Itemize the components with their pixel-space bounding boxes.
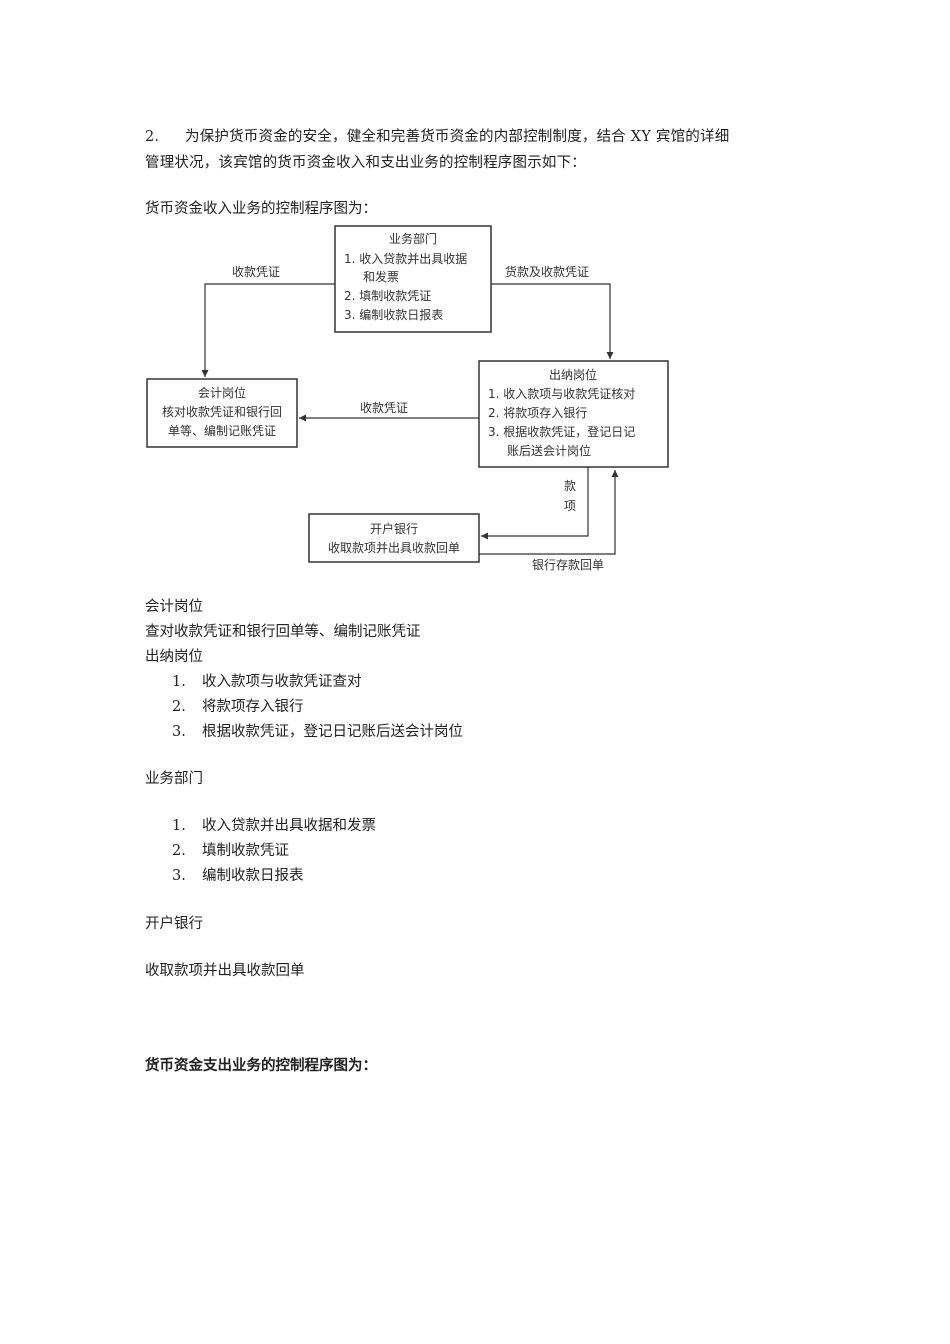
arrow-label-payment-voucher: 货款及收款凭证	[505, 264, 589, 279]
bank-line: 收取款项并出具收款回单	[328, 541, 460, 555]
bank-box: 开户银行 收取款项并出具收款回单	[308, 513, 480, 563]
bank-title: 开户银行	[370, 521, 418, 536]
arrow-bank-to-cashier: 银行存款回单	[479, 470, 619, 572]
cashier-item-2: 2. 将款项存入银行	[488, 406, 587, 420]
intro-line-1: 2.为保护货币资金的安全，健全和完善货币资金的内部控制制度，结合 XY 宾馆的详…	[145, 124, 825, 150]
income-diagram-heading: 货币资金收入业务的控制程序图为：	[145, 201, 377, 217]
business-list-item: 3.编制收款日报表	[172, 868, 304, 884]
intro-number: 2.	[145, 129, 160, 145]
business-dept-box: 业务部门 1. 收入贷款并出具收据 和发票 2. 填制收款凭证 3. 编制收款日…	[334, 225, 492, 333]
cashier-title-text: 出纳岗位	[145, 649, 203, 665]
business-title-text: 业务部门	[145, 771, 203, 787]
bank-desc-text: 收取款项并出具收款回单	[145, 963, 305, 979]
arrow-business-to-accounting: 收款凭证	[201, 264, 335, 377]
accounting-title-text: 会计岗位	[145, 599, 203, 615]
arrow-cashier-to-bank: 款 项	[481, 467, 589, 540]
cashier-item-1: 1. 收入款项与收款凭证核对	[488, 386, 635, 401]
arrow-label-voucher-top: 收款凭证	[232, 264, 280, 279]
cashier-list-item: 3.根据收款凭证，登记日记账后送会计岗位	[172, 724, 463, 740]
cashier-item-3: 3. 根据收款凭证，登记日记	[488, 424, 635, 439]
business-dept-item-2: 2. 填制收款凭证	[344, 288, 431, 303]
accounting-box: 会计岗位 核对收款凭证和银行回 单等、编制记账凭证	[146, 378, 298, 448]
arrow-cashier-to-accounting: 收款凭证	[299, 400, 479, 422]
accounting-desc-text: 查对收款凭证和银行回单等、编制记账凭证	[145, 624, 421, 640]
income-control-flow-diagram: 业务部门 1. 收入贷款并出具收据 和发票 2. 填制收款凭证 3. 编制收款日…	[146, 225, 669, 572]
arrow-label-voucher-mid: 收款凭证	[360, 400, 408, 415]
business-dept-item-3: 3. 编制收款日报表	[344, 307, 443, 322]
cashier-list-item: 1.收入款项与收款凭证查对	[172, 674, 362, 690]
business-list-item: 2.填制收款凭证	[172, 843, 289, 859]
cashier-list-item: 2.将款项存入银行	[172, 699, 304, 715]
business-dept-title: 业务部门	[389, 231, 437, 246]
accounting-line-2: 单等、编制记账凭证	[168, 423, 276, 438]
bank-title-text: 开户银行	[145, 916, 203, 932]
accounting-line-1: 核对收款凭证和银行回	[162, 404, 282, 419]
cashier-box: 出纳岗位 1. 收入款项与收款凭证核对 2. 将款项存入银行 3. 根据收款凭证…	[478, 360, 669, 468]
arrow-label-funds-1: 款	[564, 479, 576, 493]
cashier-title: 出纳岗位	[549, 367, 597, 382]
intro-paragraph: 2.为保护货币资金的安全，健全和完善货币资金的内部控制制度，结合 XY 宾馆的详…	[145, 124, 825, 176]
intro-line-2: 管理状况，该宾馆的货币资金收入和支出业务的控制程序图示如下：	[145, 155, 586, 171]
business-dept-item-1: 1. 收入贷款并出具收据	[344, 252, 467, 266]
expense-diagram-heading: 货币资金支出业务的控制程序图为：	[145, 1057, 377, 1074]
arrow-label-funds-2: 项	[564, 499, 576, 513]
arrow-label-deposit-slip: 银行存款回单	[532, 558, 604, 572]
arrow-business-to-cashier: 货款及收款凭证	[491, 264, 614, 359]
cashier-item-3b: 账后送会计岗位	[507, 443, 591, 458]
accounting-title: 会计岗位	[198, 385, 246, 400]
business-list-item: 1.收入贷款并出具收据和发票	[172, 818, 376, 834]
business-dept-item-1b: 和发票	[363, 269, 399, 284]
